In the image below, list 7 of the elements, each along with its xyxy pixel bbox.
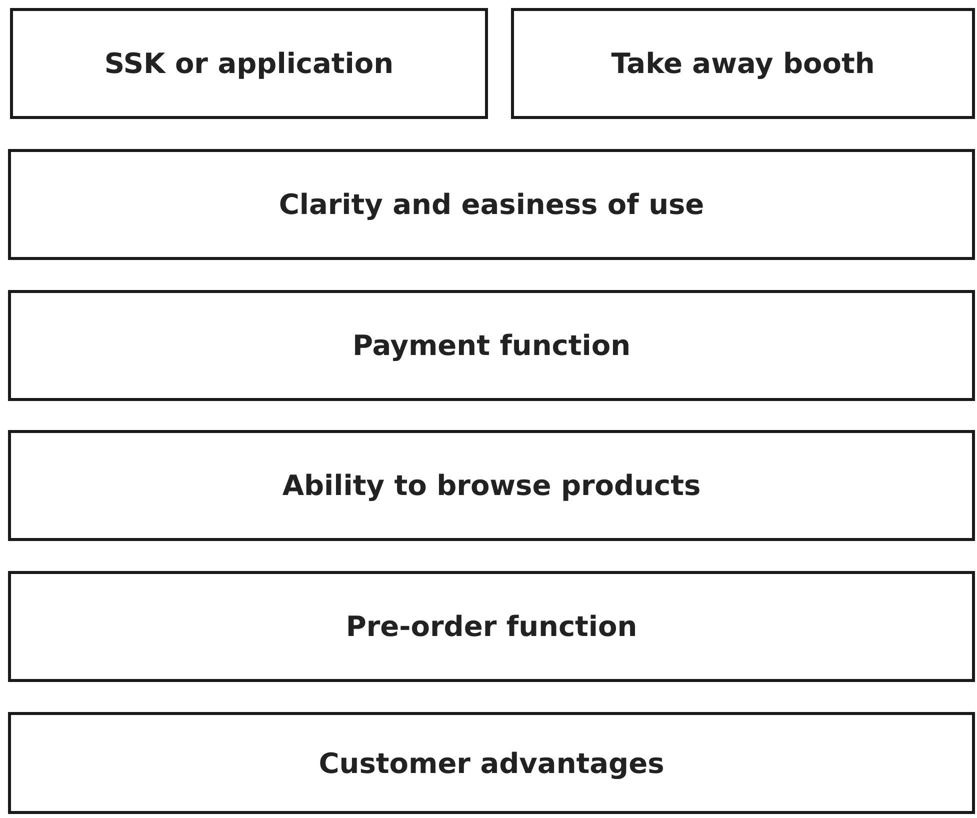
layer-box: Clarity and easiness of use — [8, 149, 975, 260]
layer-box: Payment function — [8, 290, 975, 401]
option-box: Take away booth — [511, 8, 975, 119]
layer-box: Pre-order function — [8, 571, 975, 682]
layer-box: Ability to browse products — [8, 430, 975, 541]
option-box: SSK or application — [10, 8, 488, 119]
layer-box: Customer advantages — [8, 712, 975, 814]
